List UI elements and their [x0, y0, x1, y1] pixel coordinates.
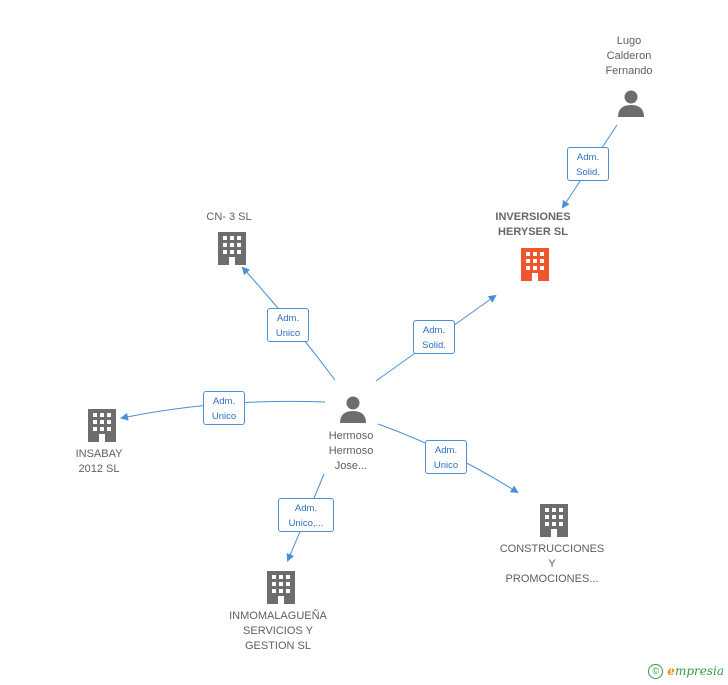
building-icon[interactable]	[519, 247, 551, 281]
person-icon[interactable]	[339, 395, 367, 423]
node-label-construcciones[interactable]: CONSTRUCCIONES Y PROMOCIONES...	[499, 543, 605, 585]
relation-label-hermoso-inmomalaguena[interactable]: Adm. Unico,...	[278, 498, 334, 532]
building-icon[interactable]	[538, 503, 570, 537]
brand-logo: empresia	[667, 663, 724, 678]
brand-footer: ©empresia	[648, 664, 724, 679]
node-label-inversiones-heryser[interactable]: INVERSIONES HERYSER SL	[495, 211, 571, 238]
relation-label-hermoso-cn3[interactable]: Adm. Unico	[267, 308, 309, 342]
building-icon[interactable]	[265, 570, 297, 604]
relation-label-lugo-inversiones[interactable]: Adm. Solid.	[567, 147, 609, 181]
node-label-lugo[interactable]: Lugo Calderon Fernando	[605, 35, 653, 77]
node-label-insabay[interactable]: INSABAY 2012 SL	[75, 448, 123, 475]
relation-label-hermoso-construcciones[interactable]: Adm. Unico	[425, 440, 467, 474]
building-icon[interactable]	[86, 408, 118, 442]
copyright-icon: ©	[648, 664, 664, 679]
node-label-inmomalaguena[interactable]: INMOMALAGUEÑA SERVICIOS Y GESTION SL	[229, 610, 327, 652]
relation-label-hermoso-inversiones[interactable]: Adm. Solid.	[413, 320, 455, 354]
relation-label-hermoso-insabay[interactable]: Adm. Unico	[203, 391, 245, 425]
node-label-hermoso[interactable]: Hermoso Hermoso Jose...	[328, 430, 374, 472]
node-label-cn3[interactable]: CN- 3 SL	[206, 211, 252, 223]
building-icon[interactable]	[216, 231, 248, 265]
person-icon[interactable]	[617, 89, 645, 117]
